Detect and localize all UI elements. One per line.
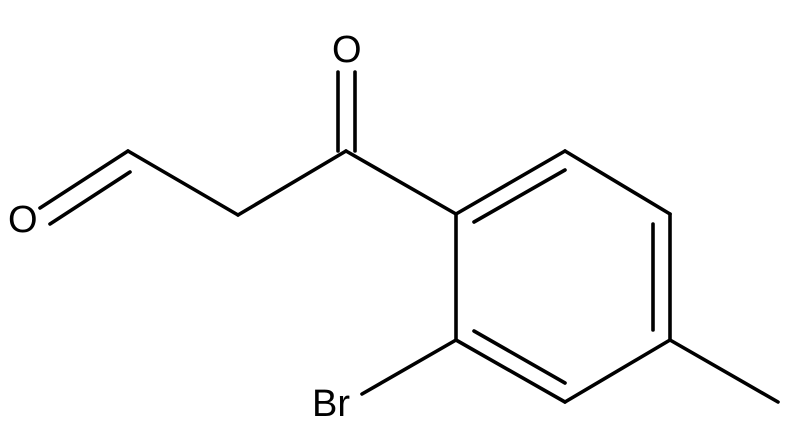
aldehyde-oxygen-label: O [8, 199, 38, 241]
methyl-bond [668, 338, 780, 404]
aldehyde-co-bond-2 [48, 170, 132, 226]
ketone-oxygen-label: O [332, 29, 362, 71]
aldehyde-co-bond-1 [38, 149, 130, 210]
ring-bond-c4-c5 [563, 338, 672, 404]
bromine-label: Br [312, 383, 350, 425]
ch2-ketone-bond [236, 149, 348, 217]
ring-bond-c5-c6-inner [472, 329, 567, 385]
ring-bond-c2-c3 [563, 149, 672, 216]
ring-bond-c1-c2 [454, 149, 567, 216]
bromine-bond [360, 338, 458, 396]
cho-ch2-bond [126, 149, 240, 217]
ketone-ring-bond [344, 149, 458, 216]
ring-bond-c5-c6 [454, 338, 567, 404]
ring-bond-c1-c2-inner [472, 168, 567, 224]
